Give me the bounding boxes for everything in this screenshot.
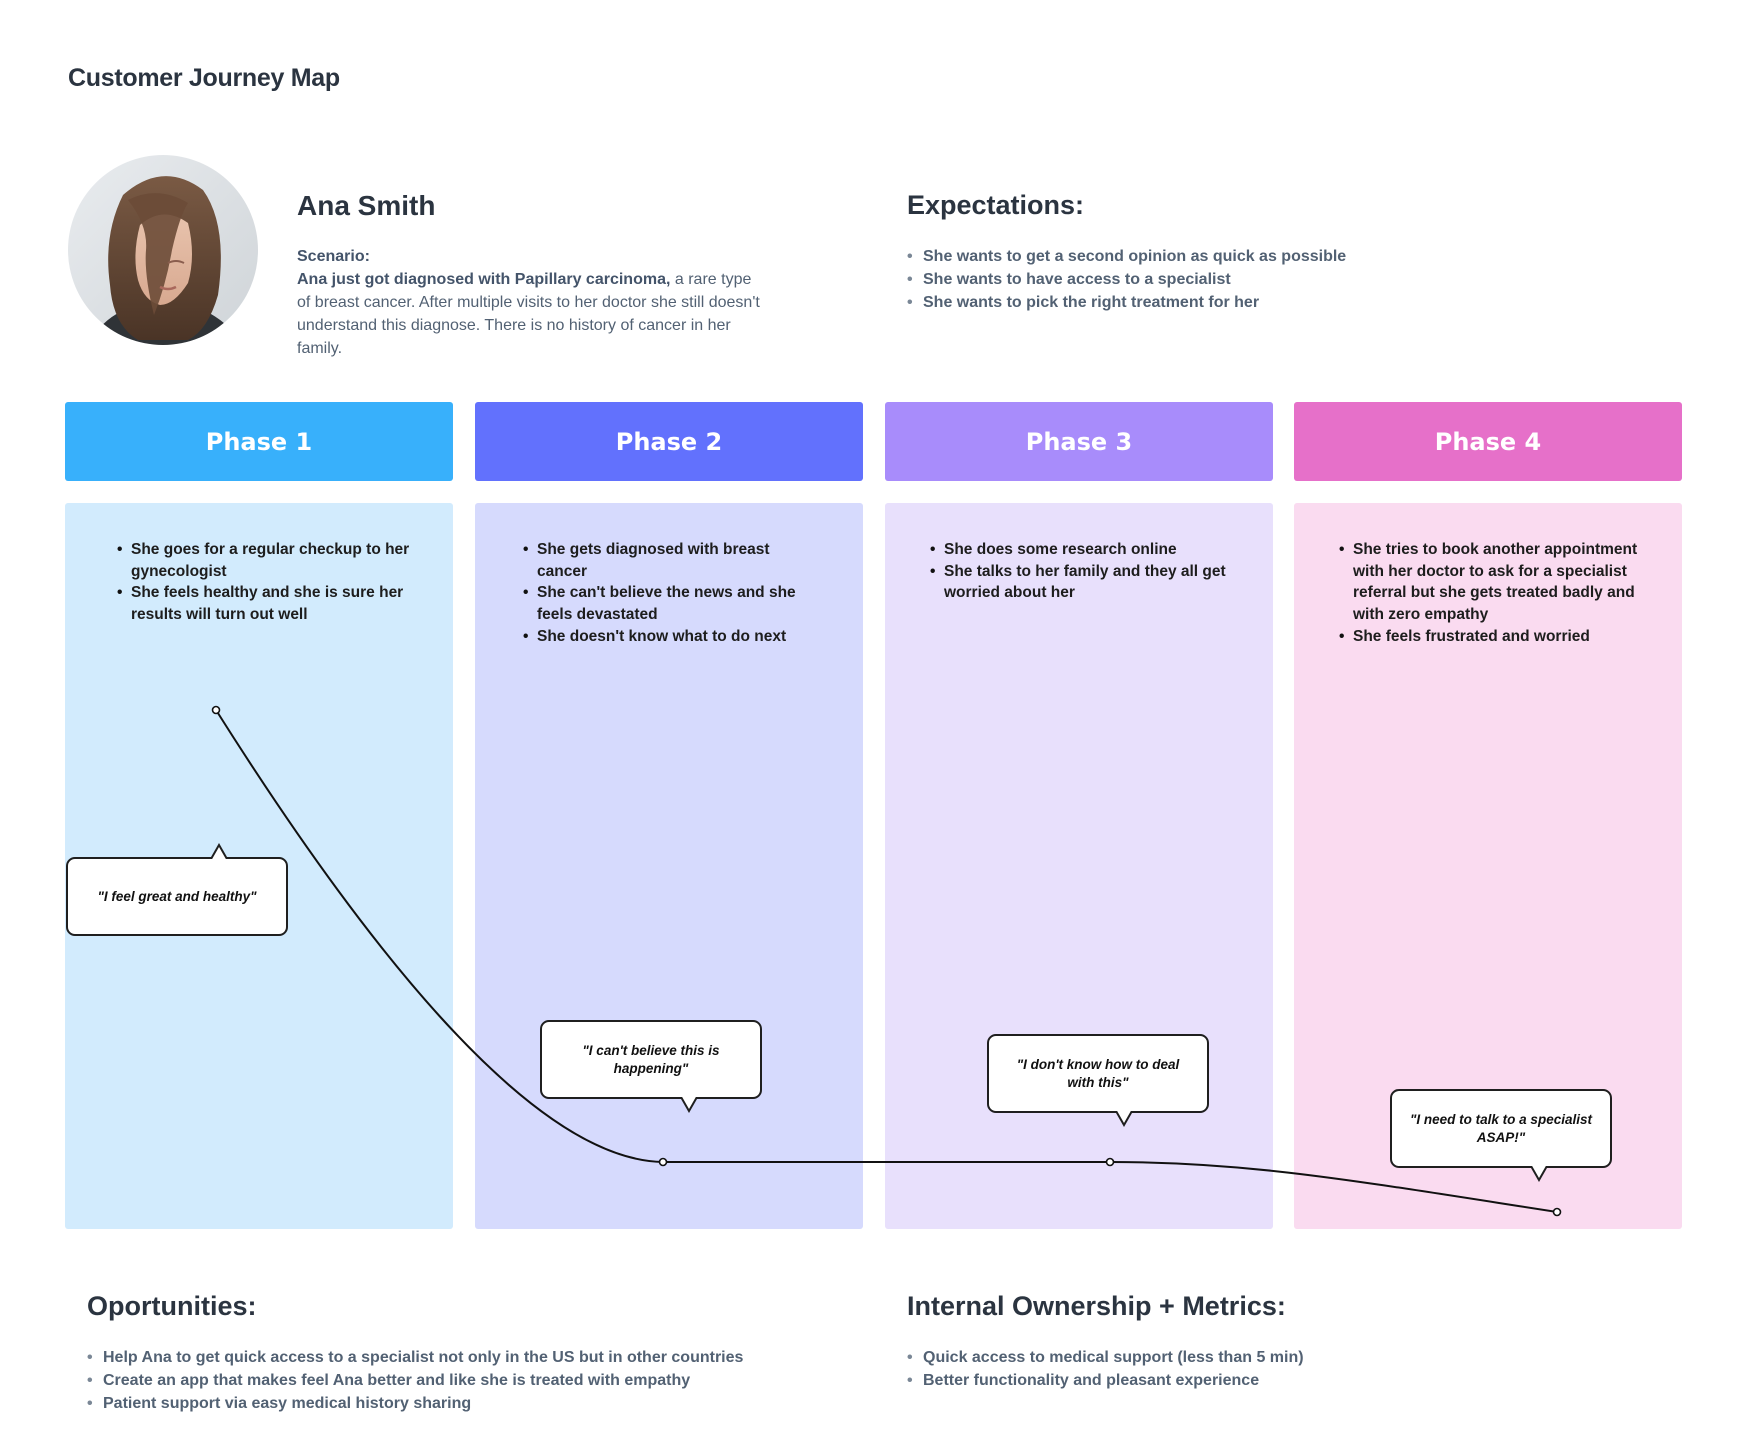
avatar [68, 155, 258, 345]
expectation-item: She wants to have access to a specialist [907, 268, 1346, 291]
expectations-list: She wants to get a second opinion as qui… [907, 245, 1346, 314]
phase-2-item: She gets diagnosed with breast cancer [523, 539, 813, 582]
phase-4-header: Phase 4 [1294, 402, 1682, 481]
phase-2-item: She doesn't know what to do next [523, 626, 813, 648]
phase-3-list: She does some research online She talks … [930, 539, 1230, 604]
phase-2-quote-bubble: "I can't believe this is happening" [540, 1020, 762, 1099]
opportunity-item: Patient support via easy medical history… [87, 1392, 743, 1415]
ownership-item: Better functionality and pleasant experi… [907, 1369, 1304, 1392]
phase-3-quote: "I don't know how to deal with this" [1016, 1056, 1180, 1090]
scenario-text: a rare type of breast cancer. After mult… [297, 271, 760, 357]
scenario: Scenario: Ana just got diagnosed with Pa… [297, 245, 767, 360]
persona-name: Ana Smith [297, 190, 436, 221]
expectations-title: Expectations: [907, 190, 1085, 220]
phase-4-item: She tries to book another appointment wi… [1339, 539, 1639, 626]
phase-2-list: She gets diagnosed with breast cancer Sh… [523, 539, 813, 648]
ownership-title: Internal Ownership + Metrics: [907, 1291, 1286, 1321]
phase-3-header: Phase 3 [885, 402, 1273, 481]
opportunity-item: Create an app that makes feel Ana better… [87, 1369, 743, 1392]
scenario-diagnosis: Papillary carcinoma, [514, 271, 671, 288]
phase-4-item: She feels frustrated and worried [1339, 626, 1639, 648]
phase-4-quote: "I need to talk to a specialist ASAP!" [1410, 1111, 1592, 1145]
expectation-item: She wants to get a second opinion as qui… [907, 245, 1346, 268]
phase-1-item: She goes for a regular checkup to her gy… [117, 539, 417, 582]
phase-2-quote: "I can't believe this is happening" [582, 1042, 720, 1076]
phase-1-quote: "I feel great and healthy" [97, 888, 257, 904]
opportunities-title: Oportunities: [87, 1291, 257, 1321]
phase-4-quote-bubble: "I need to talk to a specialist ASAP!" [1390, 1089, 1612, 1168]
ownership-list: Quick access to medical support (less th… [907, 1346, 1304, 1392]
phase-1-quote-bubble: "I feel great and healthy" [66, 857, 288, 936]
phase-2-column: She gets diagnosed with breast cancer Sh… [475, 503, 863, 1229]
scenario-label: Scenario: [297, 248, 370, 265]
scenario-intro: Ana just got diagnosed with [297, 271, 511, 288]
opportunity-item: Help Ana to get quick access to a specia… [87, 1346, 743, 1369]
phase-3-item: She does some research online [930, 539, 1230, 561]
phase-1-item: She feels healthy and she is sure her re… [117, 582, 417, 625]
persona-photo [68, 155, 258, 345]
phase-1-header: Phase 1 [65, 402, 453, 481]
phase-1-list: She goes for a regular checkup to her gy… [117, 539, 417, 626]
phase-3-item: She talks to her family and they all get… [930, 561, 1230, 604]
phase-3-quote-bubble: "I don't know how to deal with this" [987, 1034, 1209, 1113]
phase-2-item: She can't believe the news and she feels… [523, 582, 813, 625]
expectation-item: She wants to pick the right treatment fo… [907, 291, 1346, 314]
page-title: Customer Journey Map [68, 64, 340, 92]
ownership-item: Quick access to medical support (less th… [907, 1346, 1304, 1369]
opportunities-list: Help Ana to get quick access to a specia… [87, 1346, 743, 1415]
phase-3-column: She does some research online She talks … [885, 503, 1273, 1229]
phase-2-header: Phase 2 [475, 402, 863, 481]
phase-4-list: She tries to book another appointment wi… [1339, 539, 1639, 648]
